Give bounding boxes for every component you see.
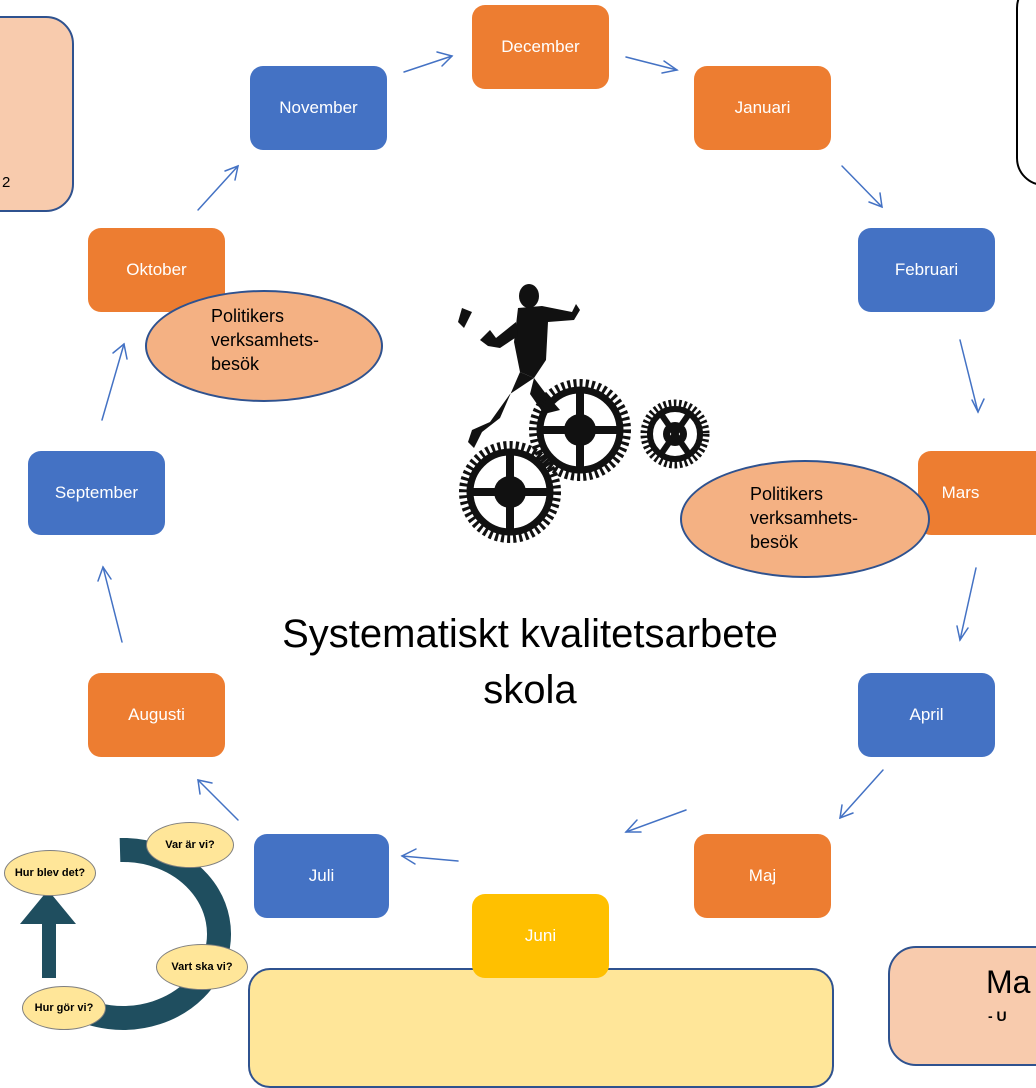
- runner-gears-illustration: [458, 284, 710, 543]
- month-maj: Maj: [694, 834, 831, 918]
- month-juli-label: Juli: [308, 866, 335, 885]
- month-september-label: September: [54, 483, 139, 502]
- month-augusti-label: Augusti: [128, 705, 185, 724]
- month-december-label: December: [501, 37, 580, 56]
- month-januari-label: Januari: [734, 98, 791, 117]
- arrow-maj-juni: [624, 809, 687, 833]
- cycle-label-hur-gor-vi: Hur gör vi?: [22, 986, 106, 1030]
- month-november-label: November: [279, 98, 358, 117]
- month-april: April: [858, 673, 995, 757]
- arrow-augusti-september: [97, 565, 123, 643]
- month-juli: Juli: [254, 834, 389, 918]
- right-note-bullet: - U: [988, 1008, 1007, 1024]
- cycle-label-hur-blev-det: Hur blev det?: [4, 850, 96, 896]
- left-note-text: 2: [2, 174, 11, 191]
- arrow-december-januari: [625, 56, 679, 74]
- left-note-box: 2: [0, 16, 74, 212]
- callout-oktober-text: Politikers verksamhets- besök: [211, 306, 320, 374]
- gear-small-icon: [640, 399, 710, 469]
- month-maj-label: Maj: [748, 866, 777, 885]
- diagram-title-line1: Systematiskt kvalitetsarbete: [282, 612, 778, 656]
- arrow-april-maj: [839, 769, 884, 820]
- gear-large-icon: [529, 379, 631, 481]
- arrow-oktober-november: [197, 164, 240, 211]
- month-juni-label: Juni: [524, 926, 557, 945]
- month-januari: Januari: [694, 66, 831, 150]
- callout-politikers-oktober: Politikers verksamhets- besök: [145, 290, 383, 402]
- month-december: December: [472, 5, 609, 89]
- arrow-januari-februari: [841, 165, 883, 209]
- runner-icon: [458, 284, 580, 448]
- month-oktober-label: Oktober: [126, 260, 187, 279]
- gear-bottom-icon: [459, 441, 561, 543]
- month-juni: Juni: [472, 894, 609, 978]
- arrow-september-oktober: [101, 342, 128, 421]
- month-november: November: [250, 66, 387, 150]
- callout-mars-text: Politikers verksamhets- besök: [750, 484, 859, 552]
- right-note-heading: Ma: [986, 964, 1031, 1000]
- cycle-arrows: [97, 51, 985, 865]
- month-februari-label: Februari: [894, 260, 959, 279]
- arrow-november-december: [403, 51, 454, 73]
- cycle-arrow-icon: [20, 890, 76, 978]
- month-augusti: Augusti: [88, 673, 225, 757]
- month-april-label: April: [909, 705, 944, 724]
- cycle-label-vart-ska-vi: Vart ska vi?: [156, 944, 248, 990]
- arrow-juli-augusti: [197, 779, 239, 821]
- month-mars-label: Mars: [941, 483, 980, 502]
- cycle-label-var-ar-vi: Var är vi?: [146, 822, 234, 868]
- arrow-juni-juli: [400, 848, 459, 865]
- diagram-title-line2: skola: [483, 668, 577, 712]
- arrow-mars-april: [956, 567, 977, 642]
- month-mars: Mars: [918, 451, 1036, 535]
- arrow-februari-mars: [959, 339, 985, 414]
- callout-politikers-mars: Politikers verksamhets- besök: [680, 460, 930, 578]
- month-februari: Februari: [858, 228, 995, 312]
- month-september: September: [28, 451, 165, 535]
